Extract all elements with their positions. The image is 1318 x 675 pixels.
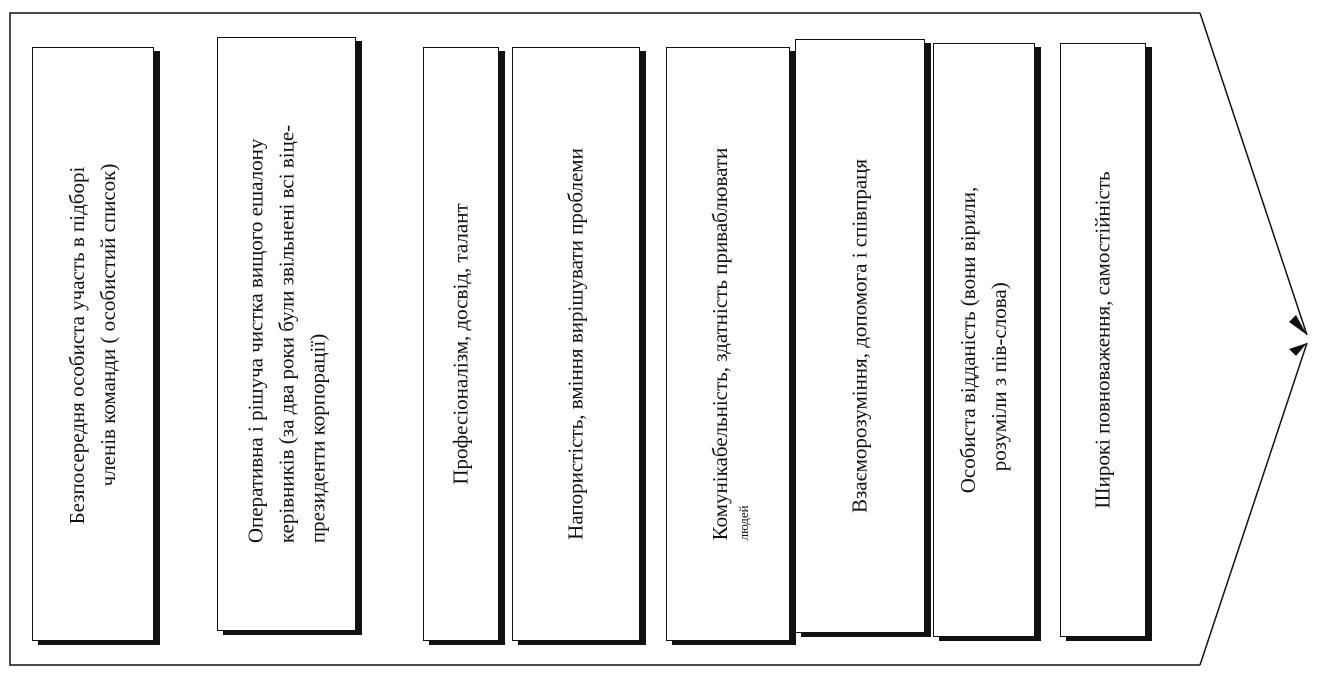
factor-line: Комунікабельність, здатність приваблюват… xyxy=(708,147,732,541)
factor-box-6: Взаєморозуміння, допомога і співпраця xyxy=(795,39,925,633)
factor-line: керівників (за два роки були звільнені в… xyxy=(274,124,298,544)
factor-line: Оперативна і рішуча чистка вищого ешалон… xyxy=(243,138,267,544)
factor-text-1: Безпосередня особиста участь в підборі ч… xyxy=(62,164,124,525)
factor-line: Особиста відданість (вони вірили, xyxy=(956,186,980,494)
factor-box-3: Професіоналізм, досвід, талант xyxy=(423,47,499,641)
factor-text-6: Взаєморозуміння, допомога і співпраця xyxy=(845,159,876,513)
factor-line: Широкі повноваження, самостійність xyxy=(1090,171,1115,509)
factor-text-8: Широкі повноваження, самостійність xyxy=(1088,171,1119,508)
factor-line: Професіоналізм, досвід, талант xyxy=(448,203,473,485)
factor-line: Взаєморозуміння, допомога і співпраця xyxy=(847,158,872,514)
factor-box-2: Оперативна і рішуча чистка вищого ешалон… xyxy=(217,37,356,631)
factor-text-7: Особиста відданість (вони вірили, розумі… xyxy=(953,187,1015,494)
factor-box-4: Напористість, вміння вирішувати проблеми xyxy=(512,47,640,641)
arrowhead-lower-icon xyxy=(1289,343,1307,356)
factor-line: розуміли з пів-слова) xyxy=(987,282,1011,472)
factor-box-8: Широкі повноваження, самостійність xyxy=(1060,43,1146,637)
factor-line: Безпосередня особиста участь в підборі xyxy=(65,166,89,525)
arrow-upper-edge xyxy=(1199,12,1308,336)
factor-box-7: Особиста відданість (вони вірили, розумі… xyxy=(933,43,1035,637)
factor-text-3: Професіоналізм, досвід, талант xyxy=(446,203,477,484)
factor-line: членів команди ( особистий список) xyxy=(96,163,120,487)
factor-text-2: Оперативна і рішуча чистка вищого ешалон… xyxy=(240,125,333,543)
factor-line: президенти корпорації) xyxy=(305,333,329,544)
frame-outline xyxy=(9,12,1200,666)
arrow-lower-edge xyxy=(1199,342,1308,666)
factor-box-1: Безпосередня особиста участь в підборі ч… xyxy=(32,47,154,641)
factor-line: людей xyxy=(736,505,751,541)
factor-box-5: Комунікабельність, здатність приваблюват… xyxy=(666,47,790,641)
factor-text-4: Напористість, вміння вирішувати проблеми xyxy=(561,148,592,540)
factor-text-5: Комунікабельність, здатність приваблюват… xyxy=(705,148,751,541)
factor-line: Напористість, вміння вирішувати проблеми xyxy=(563,148,588,540)
arrowhead-upper-icon xyxy=(1289,315,1307,335)
